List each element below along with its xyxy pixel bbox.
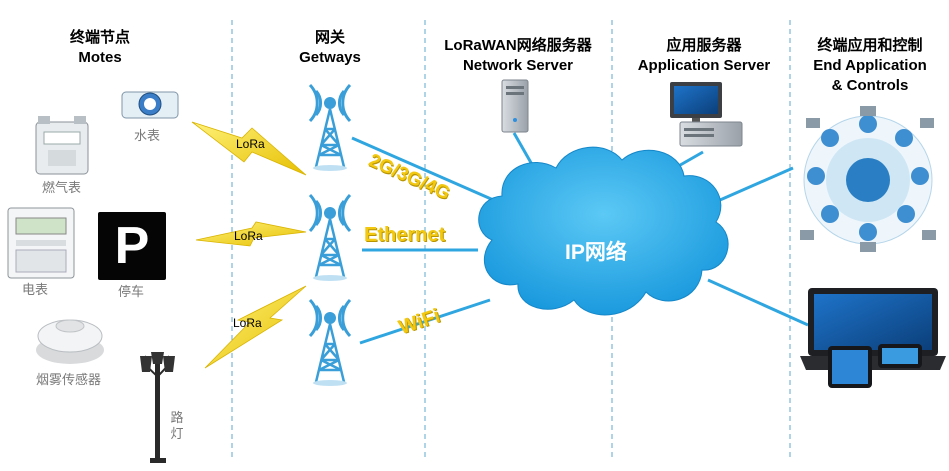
app-server-title-cn: 应用服务器: [666, 37, 742, 54]
network-server-column-title: LoRaWAN网络服务器 Network Server: [430, 36, 606, 76]
network-links: [351, 132, 809, 345]
ip-network-cloud: [478, 146, 729, 316]
end-app-title-cn: 终端应用和控制: [817, 37, 923, 54]
laptop-tablet-icon: [800, 288, 946, 388]
ip-network-label: IP网络: [565, 241, 627, 264]
smoke-sensor-label: 烟雾传感器: [36, 372, 102, 387]
network-server-title-en: Network Server: [462, 57, 574, 74]
application-server-icon: [670, 82, 743, 147]
lora-bolt-1: [191, 121, 307, 176]
gateway-tower-3: [308, 298, 352, 388]
end-app-title-en2: & Controls: [831, 77, 909, 94]
gas-meter-icon: [35, 116, 89, 175]
water-meter-label: 水表: [134, 128, 161, 143]
network-server-icon: [501, 79, 529, 133]
lora-bolts: [191, 121, 307, 369]
parking-sign-icon: [98, 212, 166, 280]
gateway-tower-2: [308, 193, 352, 283]
electric-meter-icon: [7, 207, 75, 279]
link-gateway1-cloud: [351, 136, 499, 204]
link-gateway3-cloud: [359, 298, 491, 345]
gateways-title-en: Getways: [299, 49, 361, 66]
parking-label: 停车: [118, 284, 145, 299]
smoke-sensor-icon: [36, 319, 104, 364]
app-server-title-en: Application Server: [637, 57, 771, 74]
electric-meter-label: 电表: [22, 282, 49, 297]
link-cloud-endapp: [719, 166, 794, 202]
motes-title-cn: 终端节点: [69, 29, 130, 46]
street-light-label: 路灯: [170, 410, 184, 441]
lora-label-3: LoRa: [233, 316, 262, 330]
motes-title-en: Motes: [78, 49, 122, 66]
lora-label-1: LoRa: [236, 137, 265, 151]
end-app-title-en: End Application: [813, 57, 927, 74]
lora-label-2: LoRa: [234, 229, 263, 243]
gas-meter-label: 燃气表: [42, 180, 82, 195]
network-server-title-cn: LoRaWAN网络服务器: [444, 37, 592, 54]
lora-bolt-3: [204, 285, 307, 369]
gateway-tower-1: [308, 83, 352, 173]
gateways-title-cn: 网关: [314, 29, 345, 46]
street-light-icon: [140, 352, 175, 463]
water-meter-icon: [121, 91, 179, 119]
motes-column-title: 终端节点 Motes: [50, 28, 150, 68]
ethernet-link-label: Ethernet: [364, 224, 446, 246]
app-server-column-title: 应用服务器 Application Server: [620, 36, 788, 76]
lora-bolt-2: [195, 221, 307, 247]
end-app-column-title: 终端应用和控制 End Application & Controls: [796, 36, 944, 96]
link-cloud-laptop: [707, 278, 809, 327]
gateways-column-title: 网关 Getways: [280, 28, 380, 68]
parking-symbol: P: [114, 217, 150, 275]
end-application-hub-icon: [800, 106, 936, 252]
